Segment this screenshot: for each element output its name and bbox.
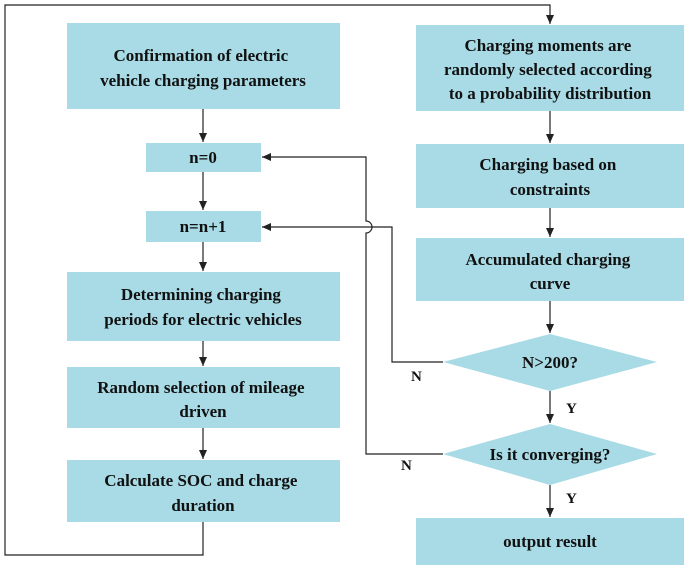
output-label: output result xyxy=(503,532,597,551)
svg-text:Confirmation of electric: Confirmation of electric vehicle chargin… xyxy=(100,46,306,90)
accumulated-curve-line-2: curve xyxy=(530,274,571,293)
output-box: output result xyxy=(416,518,684,565)
charging-moments-box: Charging moments are randomly selected a… xyxy=(416,25,684,111)
random-mileage-line-1: Random selection of mileage xyxy=(97,378,305,397)
decision-n200-diamond: N>200? xyxy=(443,334,657,391)
decision-converge-diamond: Is it converging? xyxy=(443,424,657,485)
svg-text:Calculate SOC and charge: Calculate SOC and charge duration xyxy=(104,471,301,515)
accumulated-curve-line-1: Accumulated charging xyxy=(465,250,630,269)
determine-periods-box: Determining charging periods for electri… xyxy=(67,272,340,341)
accumulated-curve-box: Accumulated charging curve xyxy=(416,238,684,301)
charging-moments-line-2: randomly selected according xyxy=(444,60,652,79)
svg-text:Charging moments are ran: Charging moments are randomly selected a… xyxy=(444,36,656,103)
n-init-box: n=0 xyxy=(146,143,261,172)
charging-moments-line-3: to a probability distribution xyxy=(449,84,652,103)
charging-constraints-line-1: Charging based on xyxy=(479,155,617,174)
arrow-soc-to-charging-moments xyxy=(4,4,554,556)
edge-label-n-no: N xyxy=(411,369,422,385)
svg-text:Determining charging per: Determining charging periods for electri… xyxy=(104,285,302,329)
edge-label-n-yes: Y xyxy=(566,401,577,417)
calc-soc-line-1: Calculate SOC and charge xyxy=(104,471,298,490)
decision-converge-label: Is it converging? xyxy=(490,445,611,464)
svg-text:Accumulated charging cur: Accumulated charging curve xyxy=(465,250,634,293)
determine-periods-line-1: Determining charging xyxy=(121,285,282,304)
svg-text:Charging based on constr: Charging based on constraints xyxy=(479,155,620,199)
charging-constraints-line-2: constraints xyxy=(510,180,591,199)
arrow-decision-converge-no xyxy=(262,153,443,455)
edge-label-converge-yes: Y xyxy=(566,491,577,507)
svg-text:Random selection of mileage: Random selection of mileage driven xyxy=(97,378,309,421)
calc-soc-line-2: duration xyxy=(171,496,235,515)
n-increment-box: n=n+1 xyxy=(146,211,261,242)
confirm-params-line-2: vehicle charging parameters xyxy=(100,71,306,90)
n-increment-label: n=n+1 xyxy=(180,217,227,236)
random-mileage-box: Random selection of mileage driven xyxy=(67,367,340,428)
arrow-decision-n-no xyxy=(262,223,443,363)
decision-n200-label: N>200? xyxy=(522,353,578,372)
charging-constraints-box: Charging based on constraints xyxy=(416,144,684,208)
charging-moments-line-1: Charging moments are xyxy=(464,36,631,55)
n-init-label: n=0 xyxy=(189,148,217,167)
confirm-params-line-1: Confirmation of electric xyxy=(114,46,289,65)
edge-label-converge-no: N xyxy=(401,458,412,474)
random-mileage-line-2: driven xyxy=(179,402,227,421)
determine-periods-line-2: periods for electric vehicles xyxy=(104,310,302,329)
calc-soc-box: Calculate SOC and charge duration xyxy=(67,460,340,522)
confirm-params-box: Confirmation of electric vehicle chargin… xyxy=(67,23,340,109)
